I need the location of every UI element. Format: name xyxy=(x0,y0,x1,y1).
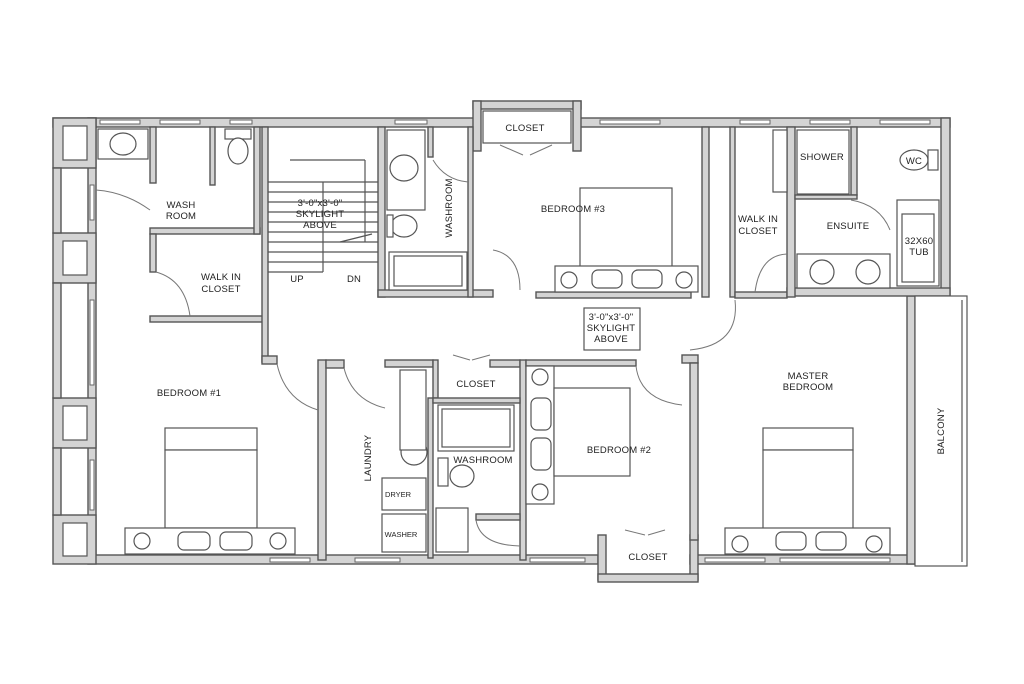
label-washroom-top-2: ROOM xyxy=(166,211,196,222)
label-master-1: MASTER xyxy=(788,371,829,382)
label-washroom-top-1: WASH xyxy=(167,200,196,211)
label-closet-top: CLOSET xyxy=(505,123,544,134)
label-bedroom3: BEDROOM #3 xyxy=(541,204,605,215)
bottom-closet-walls xyxy=(597,534,699,583)
label-closet-bottom: CLOSET xyxy=(628,552,667,563)
top-closet-walls xyxy=(472,100,582,152)
label-bedroom1: BEDROOM #1 xyxy=(157,388,221,399)
skylight-box xyxy=(583,307,641,351)
label-skylight1-1: 3'-0"x3'-0" xyxy=(298,198,343,209)
room-labels: CLOSET WASH ROOM 3'-0"x3'-0" SKYLIGHT AB… xyxy=(157,123,947,563)
door-swings xyxy=(95,144,891,547)
interior-walls xyxy=(149,126,858,561)
label-skylight2-1: 3'-0"x3'-0" xyxy=(589,312,634,323)
label-closet-mid: CLOSET xyxy=(456,379,495,390)
label-skylight2-3: ABOVE xyxy=(594,334,628,345)
left-pillars xyxy=(52,117,97,565)
bathroom-fixtures xyxy=(97,128,940,553)
label-stairs-up: UP xyxy=(290,274,304,285)
label-balcony: BALCONY xyxy=(936,407,947,454)
label-laundry: LAUNDRY xyxy=(363,434,374,481)
label-washroom-mid: WASHROOM xyxy=(453,455,512,466)
label-bedroom2: BEDROOM #2 xyxy=(587,445,651,456)
label-walkin-right-1: WALK IN xyxy=(738,214,778,225)
label-tub-2: TUB xyxy=(909,247,929,258)
label-walkin-left-2: CLOSET xyxy=(201,284,240,295)
label-dryer: DRYER xyxy=(385,490,412,499)
label-walkin-left-1: WALK IN xyxy=(201,272,241,283)
label-washroom-vertical: WASHROOM xyxy=(444,178,455,237)
label-ensuite: ENSUITE xyxy=(827,221,870,232)
label-wc: WC xyxy=(906,156,922,167)
windows xyxy=(89,119,931,563)
label-stairs-dn: DN xyxy=(347,274,361,285)
label-skylight1-3: ABOVE xyxy=(303,220,337,231)
stairs xyxy=(268,159,378,273)
label-master-2: BEDROOM xyxy=(783,382,834,393)
label-skylight2-2: SKYLIGHT xyxy=(587,323,636,334)
label-skylight1-2: SKYLIGHT xyxy=(296,209,345,220)
beds xyxy=(124,187,891,555)
label-shower: SHOWER xyxy=(800,152,844,163)
label-tub-1: 32X60 xyxy=(905,236,933,247)
label-walkin-right-2: CLOSET xyxy=(738,226,777,237)
label-washer: WASHER xyxy=(385,530,418,539)
balcony xyxy=(914,295,968,567)
